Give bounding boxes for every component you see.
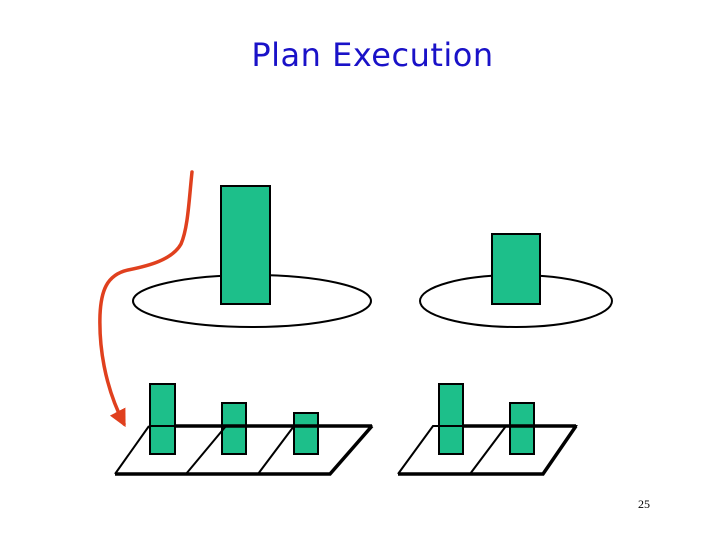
page-number: 25 xyxy=(638,497,650,512)
lower-plan-track-left xyxy=(115,384,372,474)
lower-left-bar-3 xyxy=(294,413,318,454)
lower-left-bar-1 xyxy=(150,384,175,454)
upper-left-bar xyxy=(221,186,270,304)
lower-right-bar-2 xyxy=(510,403,534,454)
lower-left-bar-2 xyxy=(222,403,246,454)
lower-right-bar-1 xyxy=(439,384,463,454)
upper-right-bar xyxy=(492,234,540,304)
lower-plan-track-right xyxy=(398,384,576,474)
upper-plan-node-right xyxy=(420,234,612,327)
